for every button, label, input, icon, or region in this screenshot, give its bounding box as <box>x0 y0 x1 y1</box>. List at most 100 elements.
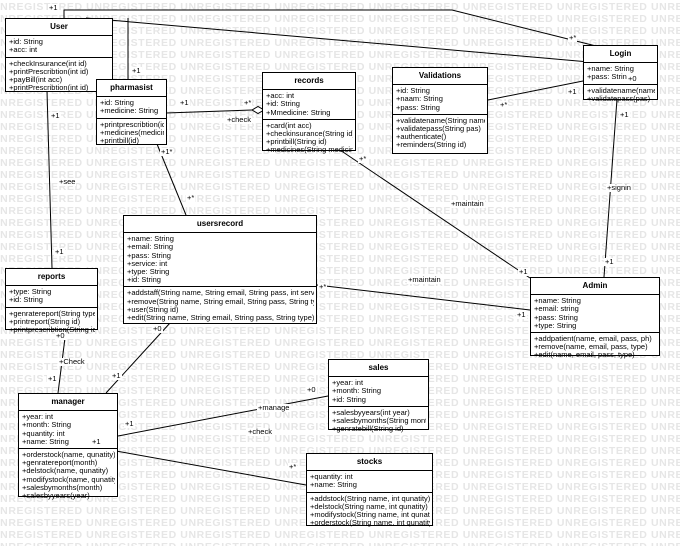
method: +printprescribtion(id) <box>100 120 164 129</box>
assoc-user-login <box>63 9 613 51</box>
class-name: manager <box>19 394 117 412</box>
watermark-row: UNREGISTERED UNREGISTERED UNREGISTERED U… <box>0 61 680 73</box>
methods: +addstaff(String name, String email, Str… <box>124 286 316 324</box>
attributes: +name: String +pass: String <box>584 63 657 83</box>
attributes: +year: int +month: String +id: String <box>329 377 428 406</box>
method: +salesbyyears(year) <box>22 492 90 501</box>
method: +genratebill(String id) <box>332 425 404 434</box>
multiplicity-label: +1 <box>91 437 102 446</box>
class-login: Login +name: String +pass: String +valid… <box>583 45 658 103</box>
attribute: +email: string <box>534 305 579 314</box>
method: +user(String id) <box>127 305 179 314</box>
method: +delstock(name, qunatity) <box>22 467 109 476</box>
multiplicity-label: +0 <box>152 324 163 333</box>
attribute: +year: int <box>22 413 54 422</box>
method: +orderstock(String name, int qunatity) <box>310 519 430 528</box>
class-name: usersrecord <box>124 216 316 234</box>
class-records: records +acc: int +id: String +Mmedicine… <box>262 72 356 155</box>
method: +printreport(String id) <box>9 317 81 326</box>
methods: +checkInsurance(int id) +printPrescribti… <box>6 56 112 95</box>
attribute: +type: String <box>127 268 170 277</box>
role-label: +signin <box>606 183 632 192</box>
class-name: records <box>263 73 355 91</box>
method: +authenticate() <box>396 133 447 142</box>
method: +modifystock(String name, int qunatity) <box>310 511 430 520</box>
method: +modifystock(name, qunatity) <box>22 475 115 484</box>
attribute: +id: String <box>396 87 430 96</box>
attributes: +name: String +email: string +pass: Stri… <box>531 295 659 332</box>
multiplicity-label: +1 <box>124 419 135 428</box>
role-label: +check <box>226 115 252 124</box>
class-name: reports <box>6 269 97 287</box>
attribute: +month: String <box>22 421 71 430</box>
method: +genratereport(month) <box>22 459 98 468</box>
attribute: +service: int <box>127 259 168 268</box>
methods: +genratereport(String type) +printreport… <box>6 306 97 337</box>
method: +addstaff(String name, String email, Str… <box>127 289 314 298</box>
watermark-row: UNREGISTERED UNREGISTERED UNREGISTERED U… <box>0 193 680 205</box>
multiplicity-label: +* <box>186 193 196 202</box>
role-label: +Check <box>58 357 86 366</box>
class-stocks: stocks +quantity: int +name: String +add… <box>306 453 433 527</box>
attributes: +year: int +month: String +quantity: int… <box>19 411 117 448</box>
attribute: +name: String <box>22 437 69 446</box>
attribute: +pass: String <box>587 73 631 82</box>
multiplicity-label: +1 <box>518 267 529 276</box>
watermark-row: UNREGISTERED UNREGISTERED UNREGISTERED U… <box>0 181 680 193</box>
method: +printbill(String id) <box>266 138 327 147</box>
assoc-manager-sales <box>117 395 329 437</box>
assoc-usersrecord-manager <box>105 322 171 394</box>
attribute: +year: int <box>332 379 364 388</box>
class-name: stocks <box>307 454 432 472</box>
attribute: +id: String <box>100 99 134 108</box>
watermark-row: UNREGISTERED UNREGISTERED UNREGISTERED U… <box>0 337 680 349</box>
methods: +addstock(String name, int qunatity) +de… <box>307 491 432 530</box>
method: +checkinsurance(String id) <box>266 130 353 139</box>
watermark-row: UNREGISTERED UNREGISTERED UNREGISTERED U… <box>0 433 680 445</box>
watermark-row: UNREGISTERED UNREGISTERED UNREGISTERED U… <box>0 541 680 546</box>
attribute: +quantity: int <box>310 473 353 482</box>
attribute: +id: String <box>127 276 161 285</box>
assoc-validations-login <box>487 80 584 101</box>
method: +salesbyyears(int year) <box>332 408 410 417</box>
attribute: +name: String <box>310 481 357 490</box>
attribute: +pass: String <box>396 103 440 112</box>
method: +printbill(id) <box>100 137 139 146</box>
class-name: User <box>6 19 112 37</box>
methods: +validatename(name) +validatepass(pas) <box>584 83 657 105</box>
methods: +printprescribtion(id) +medicines(medici… <box>97 117 166 148</box>
attributes: +name: String +email: String +pass: Stri… <box>124 233 316 286</box>
method: +addstock(String name, int qunatity) <box>310 494 430 503</box>
attribute: +email: String <box>127 243 174 252</box>
role-label: +maintain <box>407 275 442 284</box>
method: +genratereport(String type) <box>9 309 95 318</box>
method: +orderstock(name, qunatity) <box>22 451 115 460</box>
assoc-user-reports <box>46 90 53 269</box>
multiplicity-label: +* <box>318 282 328 291</box>
role-label: +maintain <box>450 199 485 208</box>
multiplicity-label: +1 <box>179 98 190 107</box>
method: +addpatient(name, email, pass, ph) <box>534 335 652 344</box>
method: +payBill(int acc) <box>9 76 63 85</box>
attribute: +name: String <box>127 235 174 244</box>
method: +validatename(name) <box>587 86 655 95</box>
watermark-row: UNREGISTERED UNREGISTERED UNREGISTERED U… <box>0 205 680 217</box>
class-manager: manager +year: int +month: String +quant… <box>18 393 118 501</box>
attributes: +id: String +medicine: String <box>97 97 166 117</box>
class-sales: sales +year: int +month: String +id: Str… <box>328 359 429 434</box>
attribute: +type: String <box>534 321 577 330</box>
attributes: +quantity: int +name: String <box>307 471 432 491</box>
methods: +validatename(String name) +validatepass… <box>393 113 487 152</box>
method: +edit(String name, String email, String … <box>127 314 314 323</box>
attribute: +naam: String <box>396 95 443 104</box>
method: +medicines(String medicine) <box>266 146 353 155</box>
assoc-records-admin <box>339 149 531 279</box>
watermark-row: UNREGISTERED UNREGISTERED UNREGISTERED U… <box>0 169 680 181</box>
multiplicity-label: +1* <box>160 147 174 156</box>
class-pharmasist: pharmasist +id: String +medicine: String… <box>96 79 167 145</box>
multiplicity-label: +* <box>499 100 509 109</box>
multiplicity-label: +1 <box>516 310 527 319</box>
multiplicity-label: +* <box>288 462 298 471</box>
class-name: Login <box>584 46 657 64</box>
method: +remove(name, email, pass, type) <box>534 343 648 352</box>
